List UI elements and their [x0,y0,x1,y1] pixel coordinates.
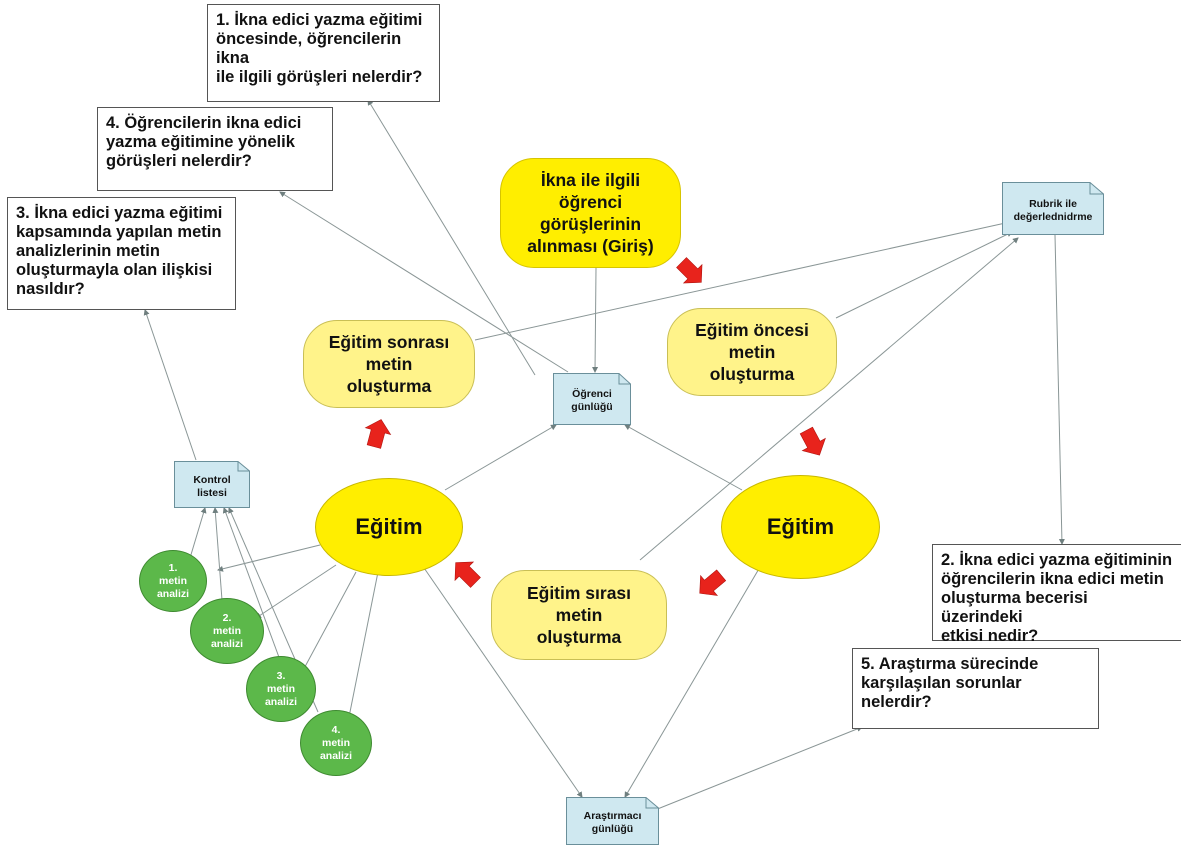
connector-line [444,424,557,491]
rubrik-label: Rubrik ile değerlednidrme [1013,197,1093,223]
connector-line [189,507,207,559]
metin-analizi-4: 4. metin analizi [300,710,372,776]
arastirmaci-gunlugu-document: Araştırmacı günlüğü [566,797,659,845]
connector-line [212,507,223,601]
giris-box: İkna ile ilgili öğrenci görüşlerinin alı… [500,158,681,268]
flow-arrow [799,426,826,456]
connector-line [1054,234,1065,545]
metin-analizi-2: 2. metin analizi [190,598,264,664]
document-shape [1002,182,1104,235]
connector-line [624,424,743,491]
egitim-oncesi-box: Eğitim öncesi metin oluşturma [667,308,837,396]
rubrik-document: Rubrik ile değerlednidrme [1002,182,1104,235]
connector-line [639,237,1019,561]
connector-line [474,220,1011,341]
research-question-3: 3. İkna edici yazma eğitimi kapsamında y… [7,197,236,310]
connector-line [592,267,599,373]
egitim-ellipse-left: Eğitim [315,478,463,576]
flow-arrow [364,419,392,449]
connector-line [217,544,321,572]
connector-line [279,191,569,373]
egitim-ellipse-right: Eğitim [721,475,880,579]
metin-analizi-1: 1. metin analizi [139,550,207,612]
flow-arrow [676,257,703,284]
connector-line [367,99,536,376]
connector-line [654,726,863,811]
research-question-5: 5. Araştırma sürecinde karşılaşılan soru… [852,648,1099,729]
kontrol-listesi-label: Kontrol listesi [193,473,231,499]
connector-line [624,549,771,798]
connector-line [143,309,197,461]
connector-line [299,571,357,677]
research-question-2: 2. İkna edici yazma eğitiminin öğrencile… [932,544,1181,645]
ogrenci-gunlugu-document: Öğrenci günlüğü [553,373,631,425]
connector-line [344,571,379,733]
connector-line [255,564,337,619]
research-question-1: 1. İkna edici yazma eğitimi öncesinde, ö… [207,4,440,102]
metin-analizi-3: 3. metin analizi [246,656,316,722]
document-shape [553,373,631,425]
egitim-sonrasi-box: Eğitim sonrası metin oluşturma [303,320,475,408]
connector-line [835,231,1013,319]
egitim-sirasi-box: Eğitim sırası metin oluşturma [491,570,667,660]
arastirmaci-gunlugu-label: Araştırmacı günlüğü [583,810,642,835]
flow-arrow [454,561,481,588]
connector-line [421,564,583,798]
ogrenci-gunlugu-label: Öğrenci günlüğü [571,388,613,413]
flow-arrow [699,569,727,596]
research-question-4: 4. Öğrencilerin ikna edici yazma eğitimi… [97,107,333,191]
document-shape [174,461,250,508]
connector-line [222,507,281,661]
kontrol-listesi-document: Kontrol listesi [174,461,250,508]
document-shape [566,797,659,845]
